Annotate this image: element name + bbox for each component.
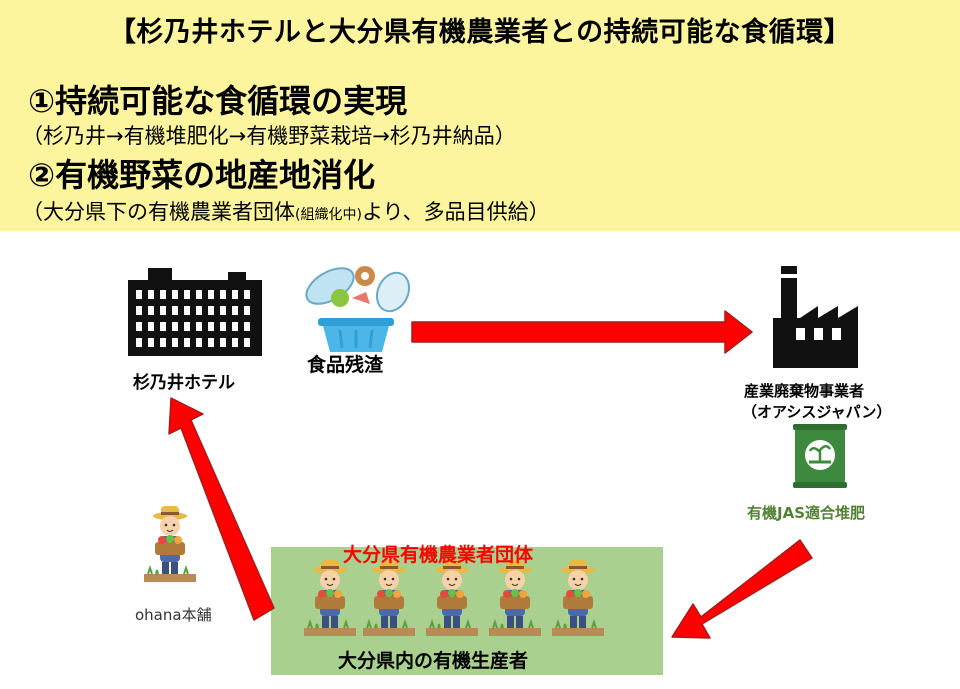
processor-company-label: （オアシスジャパン） bbox=[742, 403, 892, 421]
point-2-detail-small: (組織化中) bbox=[295, 207, 362, 223]
point-1-heading: ①持続可能な食循環の実現 bbox=[28, 82, 408, 120]
arrow-compost-to-farmers bbox=[671, 539, 813, 639]
page-title: 【杉乃井ホテルと大分県有機農業者との持続可能な食循環】 bbox=[108, 17, 852, 48]
arrow-farmers-to-hotel bbox=[168, 397, 275, 621]
point-2-detail-post: より、多品目供給） bbox=[361, 200, 550, 224]
processor-name-label: 産業廃棄物事業者 bbox=[744, 382, 865, 400]
group-farmer-icon bbox=[551, 559, 605, 637]
group-farmer-icon bbox=[362, 559, 416, 637]
hotel-label: 杉乃井ホテル bbox=[133, 373, 235, 393]
point-1-detail: （杉乃井→有機堆肥化→有機野菜栽培→杉乃井納品） bbox=[22, 124, 516, 148]
food-waste-label: 食品残渣 bbox=[307, 354, 384, 376]
food-waste-bin-icon bbox=[305, 266, 411, 352]
group-farmer-icon bbox=[303, 559, 357, 637]
point-2-detail: （大分県下の有機農業者団体(組織化中)より、多品目供給） bbox=[22, 196, 550, 226]
group-farmer-icon bbox=[488, 559, 542, 637]
point-2-detail-pre: （大分県下の有機農業者団体 bbox=[22, 200, 295, 224]
compost-label: 有機JAS適合堆肥 bbox=[747, 504, 865, 522]
ohana-farmer-icon bbox=[143, 505, 197, 583]
arrow-waste-to-processor bbox=[411, 310, 753, 354]
hotel-building-icon bbox=[128, 268, 262, 356]
compost-bag-icon bbox=[793, 424, 847, 488]
header-banner: 【杉乃井ホテルと大分県有機農業者との持続可能な食循環】 ①持続可能な食循環の実現… bbox=[0, 0, 960, 231]
point-2-heading: ②有機野菜の地産地消化 bbox=[28, 156, 376, 194]
factory-icon bbox=[773, 266, 858, 368]
group-members-label: 大分県内の有機生産者 bbox=[338, 650, 529, 672]
group-title-label: 大分県有機農業者団体 bbox=[343, 544, 534, 566]
group-farmer-icon bbox=[425, 559, 479, 637]
ohana-label: ohana本舗 bbox=[135, 606, 212, 624]
